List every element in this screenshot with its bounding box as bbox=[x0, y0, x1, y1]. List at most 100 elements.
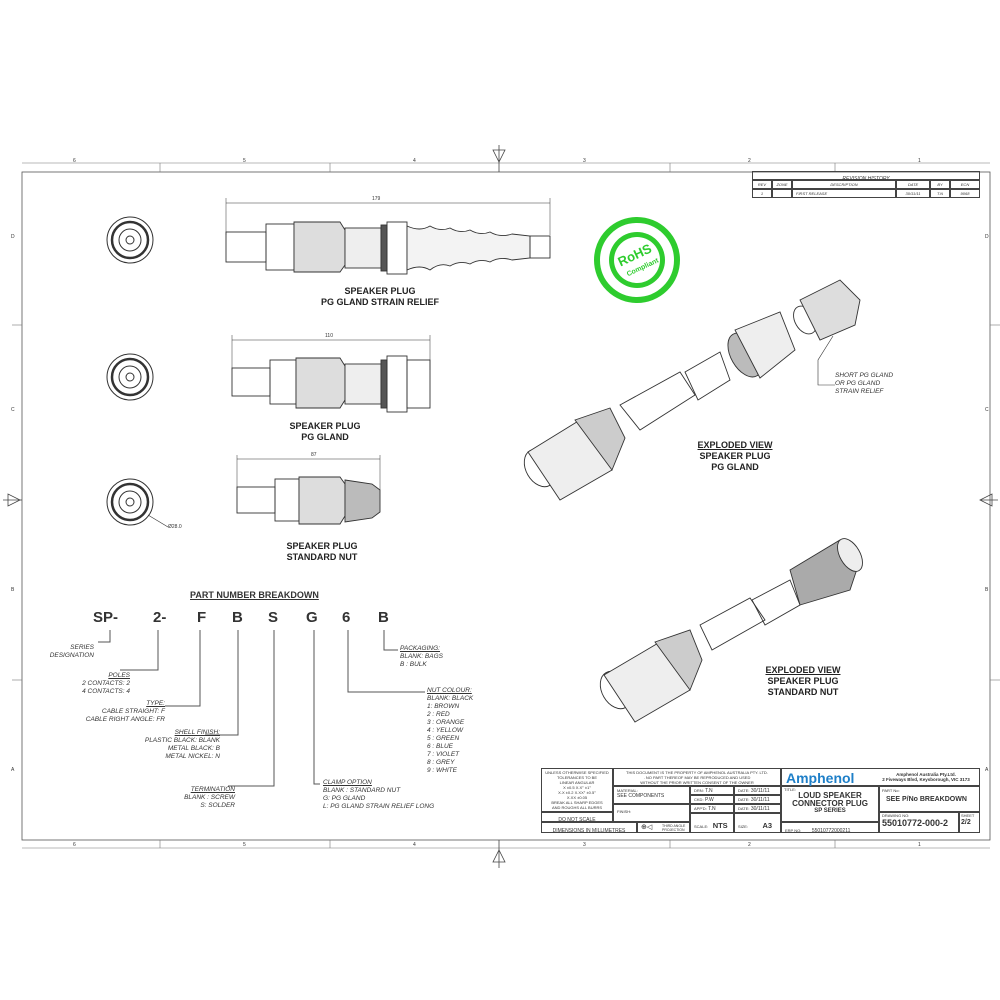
note-line: SERIES bbox=[70, 644, 94, 651]
note-title: TYPE: bbox=[146, 700, 165, 707]
approved-value: T.N bbox=[708, 806, 716, 812]
row-label: A bbox=[11, 767, 15, 773]
note-title: SHELL FINISH: bbox=[174, 729, 220, 736]
exploded-view-standard-nut bbox=[599, 538, 863, 723]
date-cell: DATE: 30/11/11 bbox=[734, 795, 781, 804]
type-note: TYPE: CABLE STRAIGHT: F CABLE RIGHT ANGL… bbox=[80, 700, 165, 724]
note-line: 7 : VIOLET bbox=[427, 751, 460, 758]
side-view-pg-gland bbox=[231, 335, 431, 413]
zone-cell bbox=[772, 189, 792, 198]
erp-value: 55010772000211 bbox=[811, 828, 851, 834]
description-header: DESCRIPTION bbox=[792, 180, 896, 189]
label-line: PG GLAND bbox=[711, 462, 759, 472]
company-address: Amphenol Australia Pty.Ltd. 2 Fiveways B… bbox=[872, 772, 980, 782]
pn-segment-nut: 6 bbox=[342, 609, 351, 626]
packaging-note: PACKAGING: BLANK: BAGS B : BULK bbox=[400, 645, 443, 669]
checked-cell: CKD: P.W bbox=[690, 795, 734, 804]
exploded-label-standard-nut: EXPLODED VIEW SPEAKER PLUG STANDARD NUT bbox=[748, 665, 858, 698]
column-label: 4 bbox=[413, 842, 416, 848]
note-line: 4 : YELLOW bbox=[427, 727, 464, 734]
note-line: 3 : ORANGE bbox=[427, 719, 465, 726]
material-label: MATERIAL: bbox=[617, 788, 638, 793]
company-cell: Amphenol Amphenol Australia Pty.Ltd. 2 F… bbox=[781, 768, 980, 786]
tolerance-line: X.XX° ±0.5° bbox=[574, 790, 596, 795]
description-cell: FIRST RELEASE bbox=[792, 189, 896, 198]
exploded-view-pg-gland bbox=[523, 279, 861, 501]
title-line: CONNECTOR PLUG bbox=[792, 799, 868, 808]
company-name: Amphenol Australia Pty.Ltd. bbox=[896, 772, 956, 777]
checked-value: P.W bbox=[704, 797, 714, 803]
note-line: 6 : BLUE bbox=[427, 743, 454, 750]
size-cell: SIZE: A3 bbox=[734, 813, 781, 833]
projection-cell: ⊕◁ THIRD ANGLE PROJECTION bbox=[637, 822, 690, 833]
note-line: 8 : GREY bbox=[427, 759, 455, 766]
column-label: 6 bbox=[73, 158, 76, 164]
rohs-compliant-stamp: RoHS Compliant bbox=[594, 217, 680, 303]
finish-label: FINISH: bbox=[617, 809, 632, 814]
row-label: D bbox=[11, 234, 15, 240]
note-line: L: PG GLAND STRAIN RELIEF LONG bbox=[323, 803, 435, 810]
date-value: 30/11/11 bbox=[750, 806, 770, 812]
note-line: 4 CONTACTS: 4 bbox=[82, 688, 130, 695]
label-line: PG GLAND bbox=[301, 432, 349, 442]
dimension-110: 110 bbox=[325, 333, 333, 339]
note-line: S: SOLDER bbox=[200, 802, 235, 809]
note-line: METAL BLACK: B bbox=[167, 745, 220, 752]
note-title: TERMINATION bbox=[190, 786, 235, 793]
label-line: SPEAKER PLUG bbox=[699, 451, 771, 461]
amphenol-logo: Amphenol bbox=[786, 770, 855, 786]
ownership-notice: THIS DOCUMENT IS THE PROPERTY OF AMPHENO… bbox=[613, 768, 781, 786]
tolerance-line: AND ROUGHS ALL BURRS bbox=[551, 805, 603, 810]
drawn-value: T.N bbox=[705, 788, 713, 794]
drawing-number-cell: DRAWING NO: 55010772-000-2 bbox=[879, 812, 959, 833]
note-title: CLAMP OPTION bbox=[323, 779, 372, 786]
size-value: A3 bbox=[762, 821, 773, 830]
row-label: B bbox=[985, 587, 989, 593]
column-label: 2 bbox=[748, 158, 751, 164]
side-view-standard-nut bbox=[236, 455, 381, 525]
checked-label: CKD: bbox=[694, 797, 704, 802]
tolerance-line: X.X° ±1° bbox=[575, 785, 591, 790]
series-designation-note: SERIES DESIGNATION bbox=[42, 644, 94, 660]
title-label: TITLE: bbox=[784, 787, 797, 792]
label-line: SPEAKER PLUG bbox=[344, 286, 416, 296]
gland-callout: SHORT PG GLAND OR PG GLAND STRAIN RELIEF bbox=[835, 372, 893, 396]
date-header: DATE bbox=[896, 180, 930, 189]
date-cell: 30/11/11 bbox=[896, 189, 930, 198]
notice-line: . NO PART THEREOF MAY BE REPRODUCED AND … bbox=[643, 775, 751, 780]
part-number-cell: PART No: SEE P/No BREAKDOWN bbox=[879, 786, 980, 812]
note-title: PACKAGING: bbox=[400, 645, 440, 652]
drawing-label: DRAWING NO: bbox=[882, 813, 910, 818]
notice-line: THIS DOCUMENT IS THE PROPERTY OF AMPHENO… bbox=[626, 770, 768, 775]
diameter-dimension: Ø28.0 bbox=[168, 524, 182, 530]
note-line: PLASTIC BLACK: BLANK bbox=[144, 737, 220, 744]
clamp-option-note: CLAMP OPTION BLANK : STANDARD NUT G: PG … bbox=[323, 779, 434, 811]
sheet-label: SHEET bbox=[961, 813, 975, 818]
row-label: A bbox=[985, 767, 989, 773]
drawn-label: DRN: bbox=[694, 788, 704, 793]
termination-note: TERMINATION BLANK : SCREW S: SOLDER bbox=[160, 786, 235, 810]
tolerance-line: BREAK ALL SHARP EDGES bbox=[551, 800, 603, 805]
callout-line: STRAIN RELIEF bbox=[835, 388, 884, 395]
zone-header: ZONE bbox=[772, 180, 792, 189]
shell-finish-note: SHELL FINISH: PLASTIC BLACK: BLANK METAL… bbox=[130, 729, 220, 761]
column-label: 2 bbox=[748, 842, 751, 848]
column-label: 4 bbox=[413, 158, 416, 164]
scale-label: SCALE: bbox=[694, 824, 709, 829]
date-value: 30/11/11 bbox=[750, 797, 770, 803]
column-label: 1 bbox=[918, 158, 921, 164]
do-not-scale: DO NOT SCALE bbox=[558, 817, 596, 823]
column-label: 6 bbox=[73, 842, 76, 848]
date-value: 30/11/11 bbox=[750, 788, 770, 794]
label-line: SPEAKER PLUG bbox=[289, 421, 361, 431]
sheet-number: 2/2 bbox=[961, 819, 971, 826]
label-line: PG GLAND STRAIN RELIEF bbox=[320, 297, 439, 307]
dimensions-cell: DIMENSIONS IN MILLIMETRES bbox=[541, 822, 637, 834]
tolerance-line: LINEAR bbox=[559, 780, 575, 785]
by-header: BY bbox=[930, 180, 950, 189]
column-label: 3 bbox=[583, 158, 586, 164]
scale-value: NTS bbox=[712, 821, 728, 830]
column-label: 1 bbox=[918, 842, 921, 848]
